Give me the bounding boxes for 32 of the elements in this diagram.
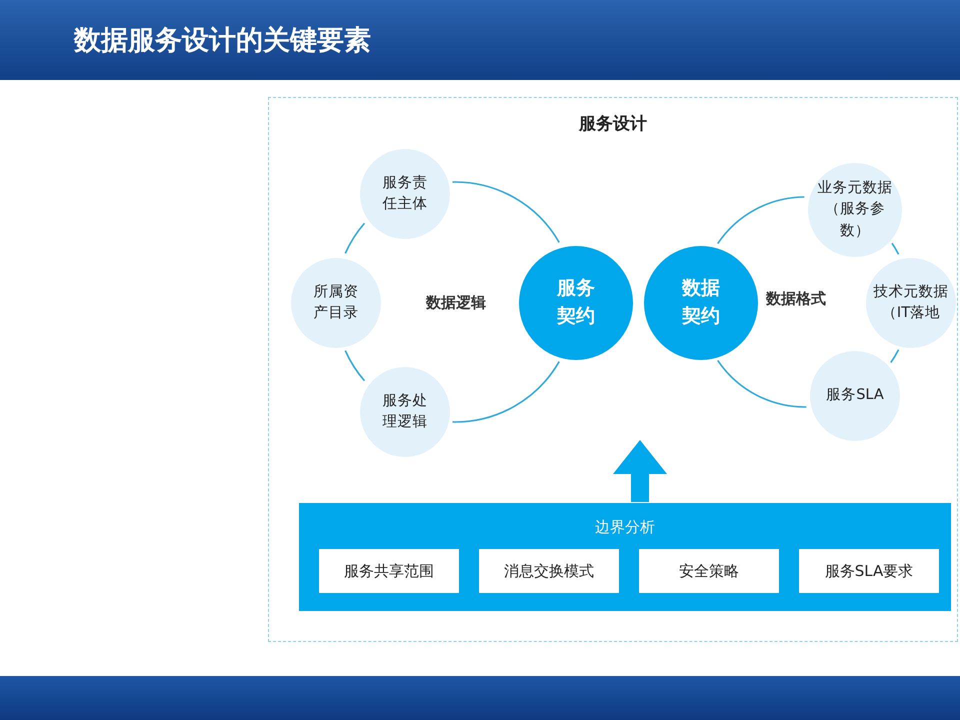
factor-label: 安全策略 — [679, 562, 739, 580]
connector-arc — [344, 350, 366, 382]
connector-arc — [717, 360, 806, 408]
circle-label: 技术元数据（IT落地 — [873, 282, 949, 323]
factor-label: 消息交换模式 — [504, 562, 594, 580]
analysis-band — [299, 503, 951, 611]
circle-label: 业务元数据（服务参数） — [816, 179, 894, 240]
connector-arc — [717, 196, 804, 244]
circle-label: 所属资产目录 — [312, 282, 360, 323]
circle-label: 服务SLA — [825, 386, 885, 406]
connector-arc — [891, 242, 900, 255]
factor-label: 服务共享范围 — [344, 562, 434, 580]
loop-label: 数据格式 — [766, 290, 826, 308]
connector-arc — [452, 361, 560, 423]
page-title: 数据服务设计的关键要素 — [74, 24, 371, 58]
circle-label: 服务处理逻辑 — [382, 392, 428, 432]
connector-arc — [344, 222, 366, 254]
factor-box — [639, 549, 779, 593]
band-heading: 边界分析 — [595, 518, 655, 537]
panel-heading: 服务设计 — [579, 113, 647, 135]
circle-label: 数据契约 — [680, 276, 721, 329]
factor-box — [319, 549, 459, 593]
factor-label: 服务SLA要求 — [824, 562, 914, 580]
loop-label: 数据逻辑 — [426, 294, 486, 312]
factor-box — [479, 549, 619, 593]
dashed-panel — [268, 97, 958, 642]
circle-label: 服务责任主体 — [382, 174, 428, 214]
factor-box — [799, 549, 939, 593]
block-arrow — [613, 440, 667, 502]
connector-arc — [890, 349, 900, 363]
connector-arc — [452, 181, 560, 243]
circle-label: 服务契约 — [556, 276, 596, 329]
